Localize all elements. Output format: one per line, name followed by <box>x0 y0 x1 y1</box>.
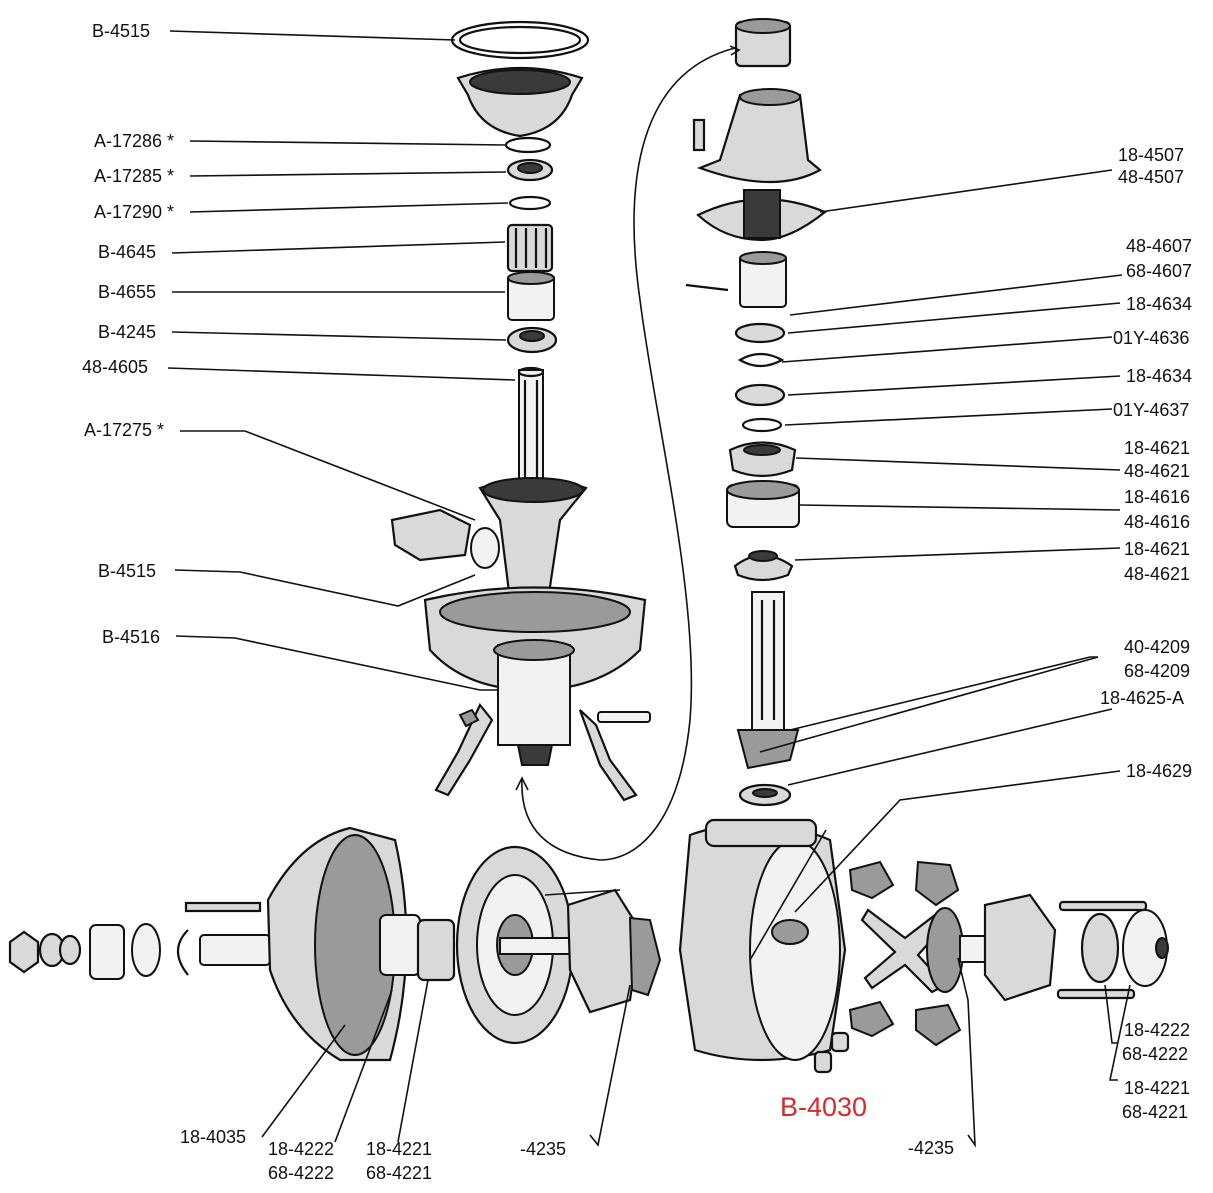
label-retainer-2: 48-4507 <box>1118 167 1184 187</box>
label-left-side-gear: -4235 <box>520 1139 566 1159</box>
label-shim: 18-4629 <box>1126 761 1192 781</box>
axle-nut-part <box>8 930 40 974</box>
label-roller-bearing: B-4645 <box>98 242 156 262</box>
label-cone-upper-1: 18-4621 <box>1124 438 1190 458</box>
label-left-bearing-cone-2: 68-4222 <box>268 1163 334 1183</box>
nut-lower-part <box>734 383 786 407</box>
label-housing: B-4516 <box>102 627 160 647</box>
label-top-cover-gasket: B-4515 <box>92 21 150 41</box>
label-cone-upper-2: 48-4621 <box>1124 461 1190 481</box>
side-bracket-part <box>390 508 472 562</box>
label-right-bearing-cone-2: 68-4222 <box>1122 1044 1188 1064</box>
label-spacer-2: 68-4607 <box>1126 261 1192 281</box>
label-snap-ring: A-17286 * <box>94 131 174 151</box>
label-sleeve: B-4655 <box>98 282 156 302</box>
right-case-part <box>983 893 1057 1002</box>
label-lock-washer-lower: 01Y-4637 <box>1113 400 1189 420</box>
label-drain-plug: B-4030 <box>780 1092 867 1122</box>
leader-lines <box>167 30 1131 1148</box>
label-seal: B-4245 <box>98 322 156 342</box>
washer-part <box>508 195 552 211</box>
label-right-bearing-cup-2: 68-4221 <box>1122 1102 1188 1122</box>
label-cone-lower-1: 18-4621 <box>1124 539 1190 559</box>
drain-plug-part <box>813 1050 833 1074</box>
lock-washer-upper-part <box>737 352 785 368</box>
snap-ring-part <box>504 136 552 154</box>
shaft-part <box>518 369 544 491</box>
label-pinion-1: 40-4209 <box>1124 637 1190 657</box>
label-nut-upper: 18-4634 <box>1126 294 1192 314</box>
label-lock-washer-upper: 01Y-4636 <box>1113 328 1189 348</box>
label-cup-2: 48-4616 <box>1124 512 1190 532</box>
roller-bearing-part <box>506 223 554 273</box>
label-right-bearing-cone-1: 18-4222 <box>1124 1020 1190 1040</box>
label-pinion-2: 68-4209 <box>1124 661 1190 681</box>
label-left-bearing-cup-2: 68-4221 <box>366 1163 432 1183</box>
label-bracket-part: A-17275 * <box>84 420 164 440</box>
label-cup-1: 18-4616 <box>1124 487 1190 507</box>
retainer-part <box>696 93 822 184</box>
pinion-shaft-part <box>751 591 785 733</box>
label-retainer-1: 18-4507 <box>1118 145 1184 165</box>
label-nut-lower: 18-4634 <box>1126 366 1192 386</box>
label-left-bearing-cup-1: 18-4221 <box>366 1139 432 1159</box>
label-right-side-gear: -4235 <box>908 1138 954 1158</box>
flange-part <box>199 934 271 966</box>
lock-washer-lower-part <box>741 417 783 433</box>
label-housing-gasket: B-4515 <box>98 561 156 581</box>
nut-upper-part <box>734 322 786 344</box>
label-spacer-1: 48-4607 <box>1126 236 1192 256</box>
label-left-bearing-cone-1: 18-4222 <box>268 1139 334 1159</box>
right-bearing-part <box>1080 912 1120 984</box>
label-carrier-cover: 18-4035 <box>180 1127 246 1147</box>
label-washer: A-17290 * <box>94 202 174 222</box>
bearing-small-part <box>89 924 125 980</box>
label-right-bearing-cup-1: 18-4221 <box>1124 1078 1190 1098</box>
label-shim-a: 18-4625-A <box>1100 688 1184 708</box>
parts-artwork <box>8 18 1169 1074</box>
label-shaft: 48-4605 <box>82 357 148 377</box>
diff-case-part <box>566 888 642 1014</box>
label-bearing-cup: A-17285 * <box>94 166 174 186</box>
part-labels: B-4515 A-17286 * A-17285 * A-17290 * B-4… <box>82 21 1192 1183</box>
label-cone-lower-2: 48-4621 <box>1124 564 1190 584</box>
